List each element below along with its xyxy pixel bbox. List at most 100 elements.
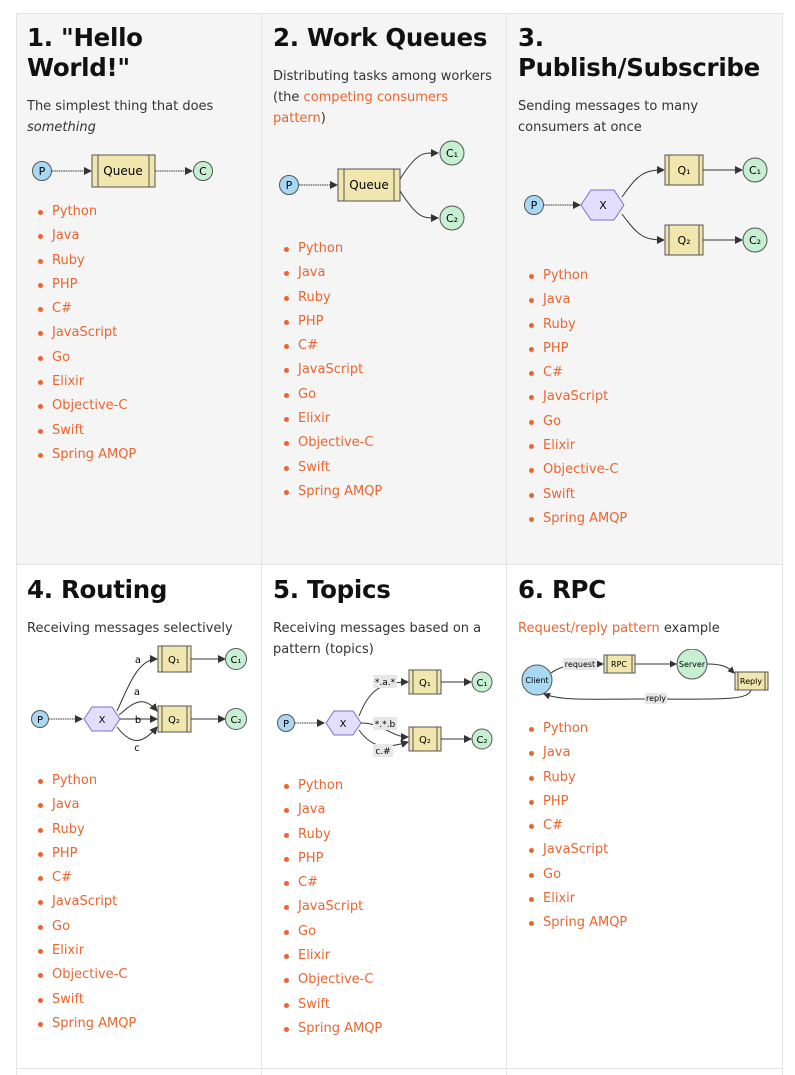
producer-node: P: [279, 175, 299, 195]
tutorial-card-topics: 5. Topics Receiving messages based on a …: [262, 565, 507, 1075]
topics-diagram: P X *.a.* *.*.b c.# Q₁ Q₂ C₁ C₂: [277, 669, 493, 757]
svg-text:Q₂: Q₂: [419, 735, 431, 746]
language-link[interactable]: PHP: [52, 276, 78, 292]
svg-text:Server: Server: [679, 660, 706, 669]
language-link[interactable]: Java: [298, 802, 326, 818]
language-link[interactable]: Ruby: [298, 826, 331, 842]
language-link[interactable]: Java: [543, 745, 571, 761]
tutorial-card-routing: 4. Routing Receiving messages selectivel…: [16, 565, 262, 1075]
consumer-node-2: C₂: [742, 227, 768, 253]
svg-text:X: X: [99, 715, 106, 726]
binding-key-label: *.*.b: [375, 720, 396, 730]
consumer-node-1: C₁: [439, 140, 465, 166]
language-link[interactable]: Java: [52, 228, 80, 244]
language-link[interactable]: Ruby: [52, 252, 85, 268]
language-link[interactable]: Ruby: [298, 289, 331, 305]
svg-text:RPC: RPC: [611, 660, 627, 669]
language-link[interactable]: Spring AMQP: [543, 915, 628, 931]
list-item: Swift: [283, 993, 495, 1017]
language-link[interactable]: Swift: [52, 422, 84, 438]
language-link[interactable]: Python: [543, 721, 589, 736]
language-link[interactable]: JavaScript: [52, 325, 118, 341]
language-link[interactable]: Java: [52, 797, 80, 813]
queue-node-2: Q₂: [664, 224, 704, 256]
language-link[interactable]: Python: [298, 778, 344, 793]
language-link[interactable]: Python: [52, 204, 98, 219]
queue-node-1: Q₁: [157, 645, 192, 673]
language-link[interactable]: Objective-C: [543, 462, 619, 478]
language-link[interactable]: PHP: [52, 845, 78, 861]
language-link[interactable]: C#: [543, 818, 563, 834]
language-link[interactable]: Elixir: [543, 438, 576, 454]
list-item: Python: [283, 237, 495, 261]
language-link[interactable]: Spring AMQP: [52, 446, 137, 462]
server-node: Server: [676, 649, 708, 680]
language-link[interactable]: PHP: [543, 340, 569, 356]
consumer-node-1: C₁: [471, 671, 493, 693]
competing-consumers-link[interactable]: competing consumers pattern: [273, 90, 449, 126]
language-link[interactable]: Spring AMQP: [543, 510, 628, 526]
tutorial-description: Sending messages to many consumers at on…: [518, 99, 699, 135]
producer-node: P: [32, 161, 52, 181]
language-link[interactable]: Swift: [298, 459, 330, 475]
language-link[interactable]: Spring AMQP: [52, 1015, 137, 1031]
language-link[interactable]: Elixir: [298, 411, 331, 427]
language-link[interactable]: Python: [52, 773, 98, 788]
language-link[interactable]: JavaScript: [298, 362, 364, 378]
list-item: Ruby: [37, 818, 250, 842]
language-link[interactable]: C#: [543, 365, 563, 381]
language-link[interactable]: Swift: [298, 996, 330, 1012]
language-link[interactable]: JavaScript: [52, 894, 118, 910]
language-link[interactable]: JavaScript: [298, 899, 364, 915]
list-item: Spring AMQP: [37, 443, 250, 467]
language-link[interactable]: Ruby: [52, 821, 85, 837]
language-link[interactable]: Go: [52, 918, 71, 934]
language-link[interactable]: PHP: [543, 793, 569, 809]
language-link[interactable]: C#: [52, 870, 72, 886]
request-reply-link[interactable]: Request/reply pattern: [518, 621, 660, 636]
language-link[interactable]: JavaScript: [543, 842, 609, 858]
language-link[interactable]: Spring AMQP: [298, 483, 383, 499]
language-link[interactable]: Ruby: [543, 316, 576, 332]
svg-text:C: C: [199, 165, 207, 178]
language-link[interactable]: Go: [543, 413, 562, 429]
language-link[interactable]: Objective-C: [298, 435, 374, 451]
language-link[interactable]: Go: [543, 866, 562, 882]
language-link[interactable]: Java: [298, 265, 326, 281]
language-link[interactable]: C#: [298, 338, 318, 354]
routing-key-label: b: [135, 715, 141, 726]
language-list: Python Java Ruby PHP C# JavaScript Go El…: [273, 774, 495, 1041]
language-link[interactable]: PHP: [298, 313, 324, 329]
binding-key-label: *.a.*: [375, 678, 396, 688]
language-link[interactable]: Spring AMQP: [298, 1020, 383, 1036]
language-link[interactable]: Ruby: [543, 769, 576, 785]
svg-text:Queue: Queue: [103, 164, 142, 178]
language-link[interactable]: Python: [298, 241, 344, 256]
queue-node: Queue: [91, 154, 156, 188]
language-link[interactable]: Objective-C: [298, 972, 374, 988]
language-link[interactable]: Elixir: [298, 948, 331, 964]
routing-key-label: a: [135, 655, 141, 666]
language-link[interactable]: Elixir: [543, 891, 576, 907]
language-link[interactable]: C#: [298, 875, 318, 891]
language-link[interactable]: PHP: [298, 850, 324, 866]
consumer-node-1: C₁: [742, 157, 768, 183]
list-item: Python: [37, 200, 250, 224]
language-link[interactable]: Go: [52, 349, 71, 365]
language-link[interactable]: Java: [543, 292, 571, 308]
language-link[interactable]: Go: [298, 923, 317, 939]
language-link[interactable]: Swift: [543, 486, 575, 502]
language-link[interactable]: JavaScript: [543, 389, 609, 405]
language-link[interactable]: Python: [543, 268, 589, 283]
list-item: C#: [528, 814, 771, 838]
language-link[interactable]: Swift: [52, 991, 84, 1007]
language-link[interactable]: Objective-C: [52, 398, 128, 414]
language-link[interactable]: Objective-C: [52, 967, 128, 983]
language-link[interactable]: Elixir: [52, 943, 85, 959]
svg-text:C₂: C₂: [477, 735, 488, 746]
language-link[interactable]: Go: [298, 386, 317, 402]
svg-text:C₂: C₂: [446, 212, 458, 225]
language-link[interactable]: C#: [52, 301, 72, 317]
language-link[interactable]: Elixir: [52, 374, 85, 390]
list-item: Ruby: [528, 313, 771, 337]
